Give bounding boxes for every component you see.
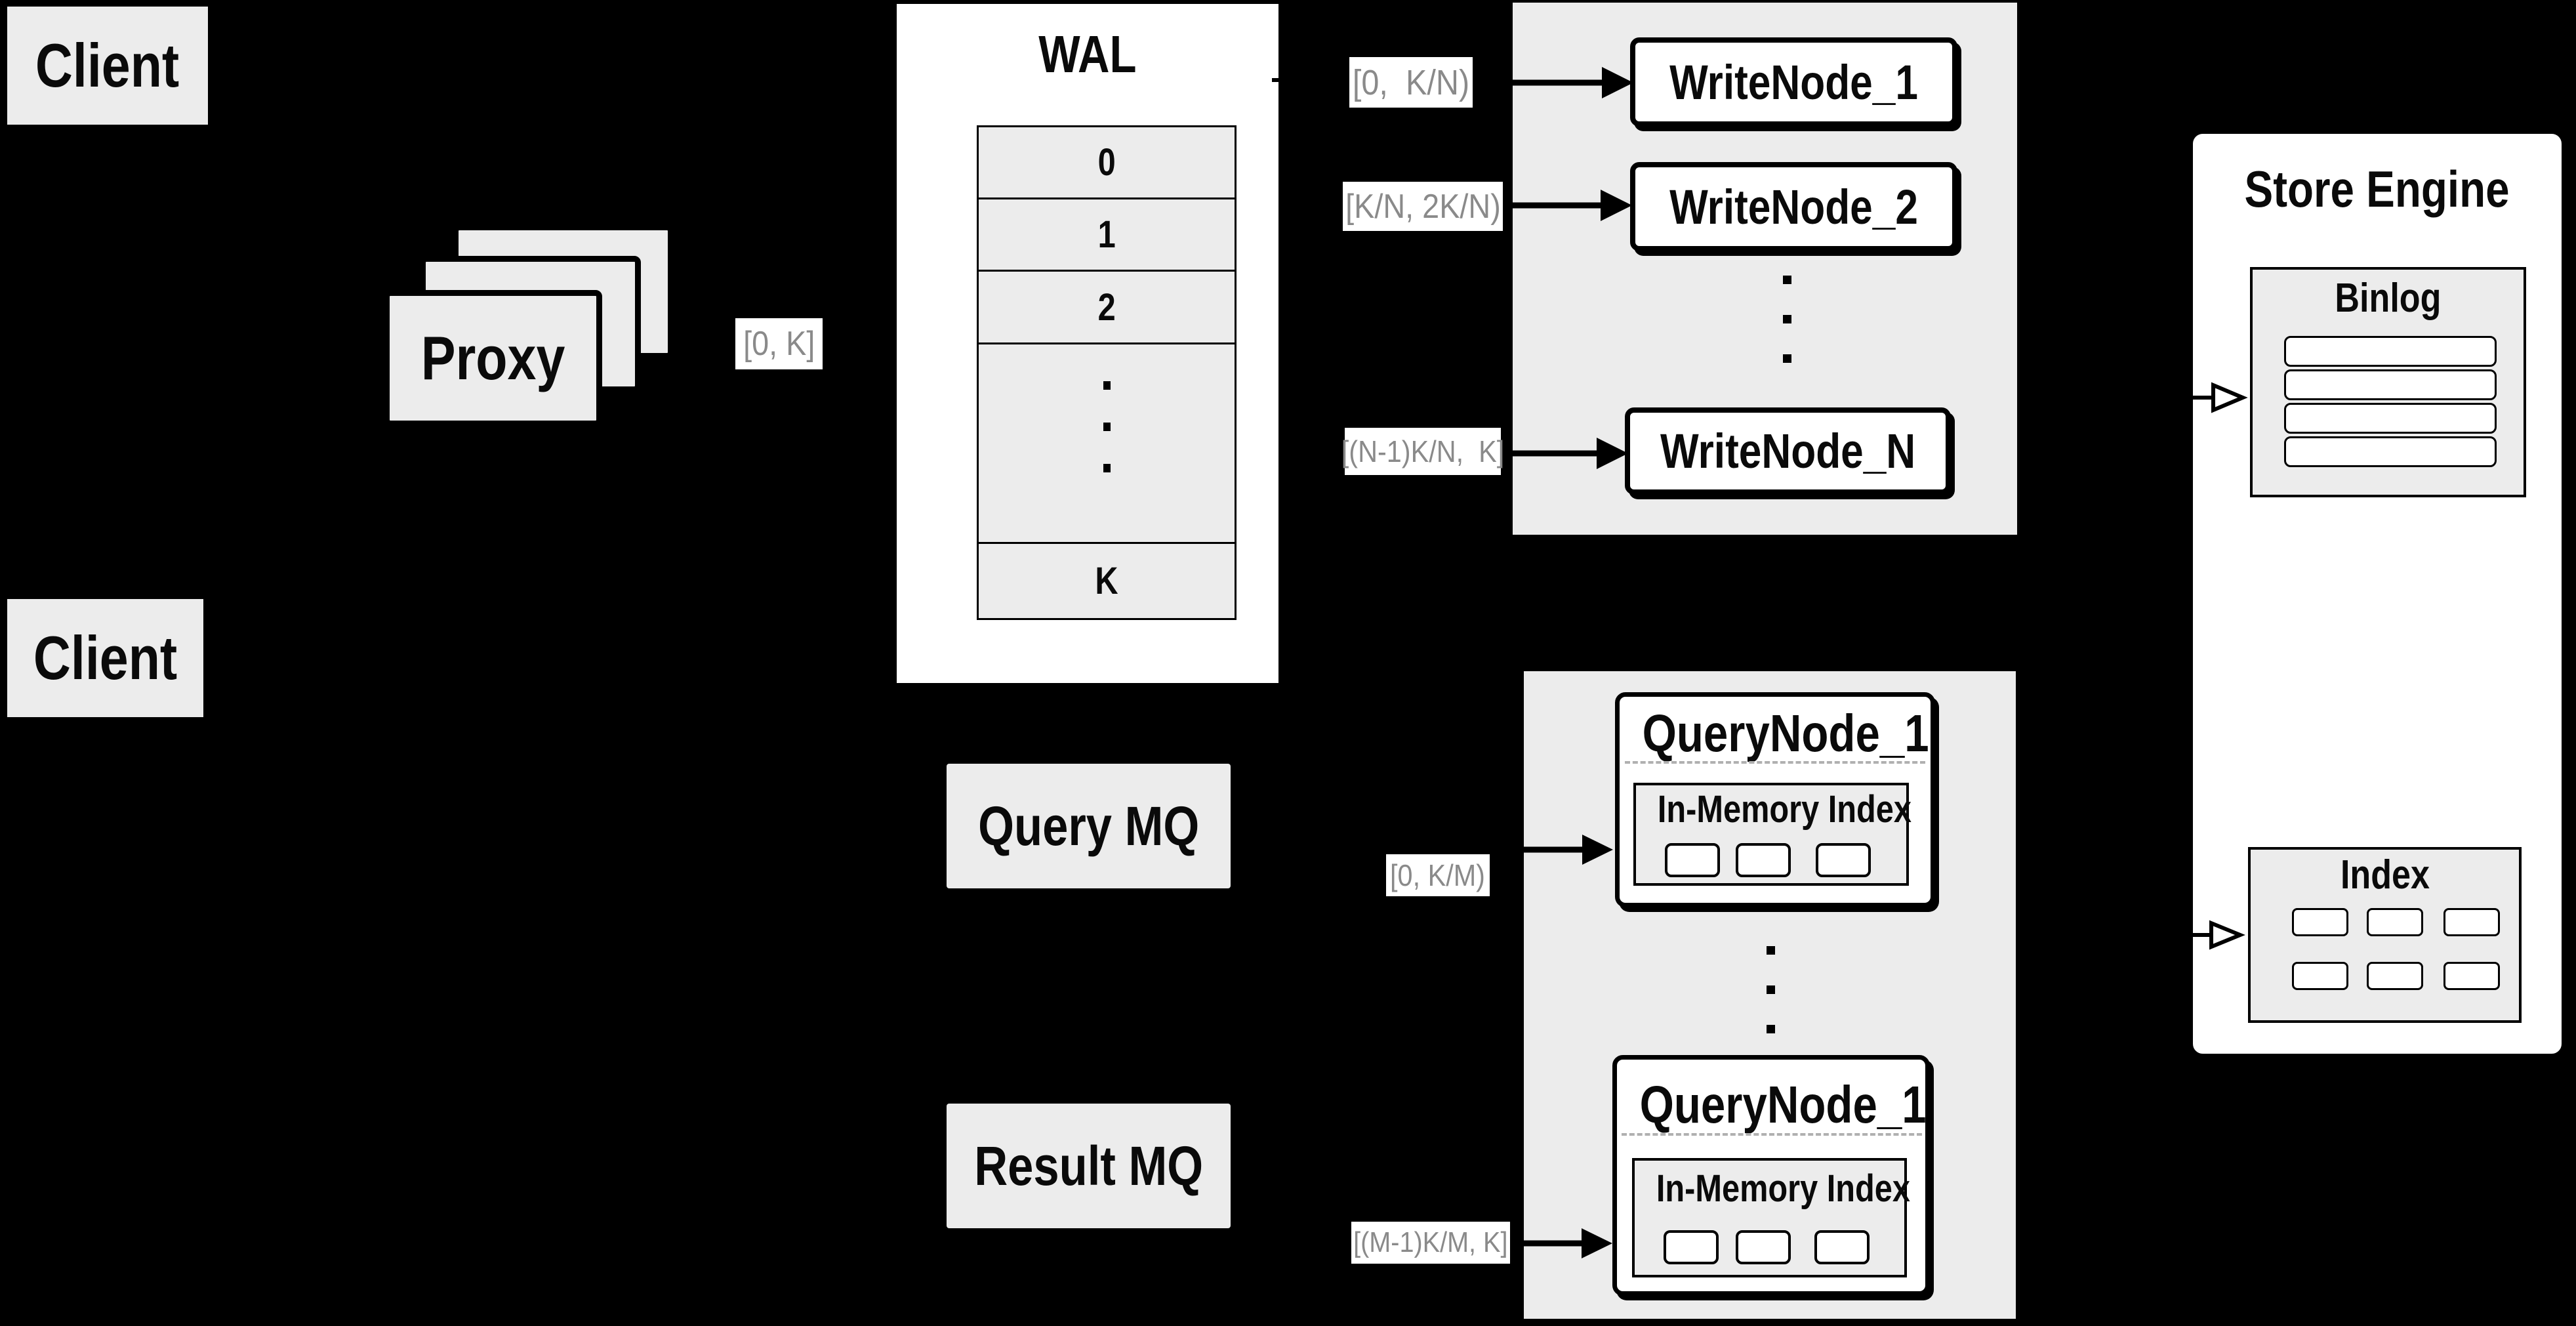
dashed-separator <box>1625 761 1925 764</box>
range-label-query-1: [0, K/M) <box>1386 854 1490 896</box>
dashed-separator <box>1622 1133 1922 1136</box>
index-cell <box>2292 908 2348 936</box>
memory-segment <box>1664 1230 1719 1264</box>
index-cell <box>2367 908 2423 936</box>
in-memory-index-title-1: In-Memory Index <box>1657 788 1912 831</box>
memory-segment <box>1736 1230 1791 1264</box>
client-top-label: Client <box>35 31 180 100</box>
range-label-write-1: [0, K/N) <box>1349 57 1473 108</box>
wal-segment-ellipsis <box>977 342 1237 544</box>
memory-segment <box>1816 843 1871 877</box>
wal-segment-1: 1 <box>977 197 1237 272</box>
ellipsis-dots <box>1103 381 1111 505</box>
index-cell <box>2443 908 2500 936</box>
memory-segment <box>1665 843 1720 877</box>
binlog-row <box>2284 336 2497 367</box>
proxy-card-front: Proxy <box>384 290 602 426</box>
result-mq-box: Result MQ <box>947 1104 1231 1228</box>
binlog-row <box>2284 403 2497 434</box>
wal-title: WAL <box>1038 25 1137 83</box>
query-node-1-title: QueryNode_1 <box>1642 704 1929 762</box>
client-box-bottom: Client <box>5 597 205 719</box>
index-cell <box>2367 962 2423 990</box>
binlog-row <box>2284 436 2497 467</box>
write-node-n-box: WriteNode_N <box>1625 407 1951 495</box>
memory-segment <box>1736 843 1791 877</box>
wal-segment-table: 0 1 2 K <box>977 125 1237 620</box>
index-title: Index <box>2340 852 2430 898</box>
index-cell <box>2443 962 2500 990</box>
wal-segment-k: K <box>977 542 1237 620</box>
query-node-2-title: QueryNode_1 <box>1639 1075 1927 1134</box>
index-cell <box>2292 962 2348 990</box>
wal-segment-2: 2 <box>977 270 1237 344</box>
in-memory-index-title-2: In-Memory Index <box>1656 1167 1910 1210</box>
binlog-row <box>2284 369 2497 400</box>
write-nodes-ellipsis-dots <box>1783 276 1791 394</box>
client-box-top: Client <box>5 5 210 127</box>
range-label-query-m: [(M-1)K/M, K] <box>1351 1222 1510 1264</box>
index-box <box>2248 847 2522 1023</box>
store-engine-title: Store Engine <box>2244 159 2510 218</box>
binlog-title: Binlog <box>2335 275 2442 321</box>
memory-segment <box>1814 1230 1870 1264</box>
in-memory-index-box-1 <box>1633 783 1909 886</box>
range-label-write-2: [K/N, 2K/N) <box>1343 182 1503 231</box>
write-node-2-box: WriteNode_2 <box>1630 162 1957 251</box>
client-bottom-label: Client <box>33 623 178 692</box>
query-nodes-ellipsis-dots <box>1767 946 1775 1064</box>
write-node-1-box: WriteNode_1 <box>1630 37 1957 127</box>
query-mq-box: Query MQ <box>947 764 1231 888</box>
binlog-row-list <box>2284 336 2497 467</box>
proxy-label: Proxy <box>420 323 565 392</box>
range-label-write-n: [(N-1)K/N, K] <box>1341 428 1504 475</box>
range-label-proxy-out: [0, K] <box>735 318 823 369</box>
wal-segment-0: 0 <box>977 125 1237 199</box>
in-memory-index-box-2 <box>1632 1158 1907 1277</box>
